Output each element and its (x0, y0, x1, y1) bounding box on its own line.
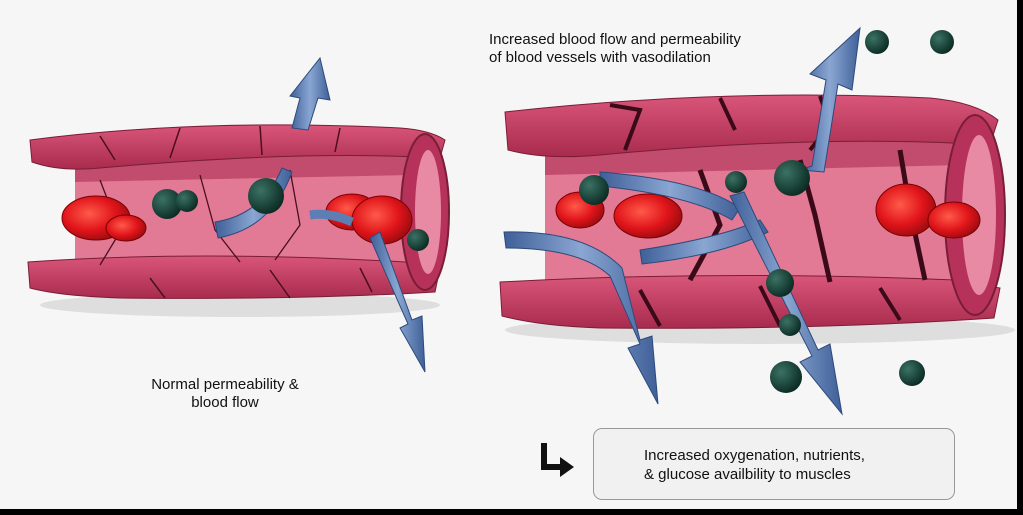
normal-caption-line2: blood flow (191, 394, 259, 411)
nutrient-particle (899, 360, 925, 386)
flow-arrow-icon (799, 26, 861, 173)
flow-arrow-icon (729, 191, 843, 416)
red-blood-cell (105, 214, 147, 242)
normal-vessel (27, 124, 450, 317)
outcome-text: Increased oxygenation, nutrients, & gluc… (644, 446, 934, 484)
vasodilation-caption-line1: Increased blood flow and permeability (489, 31, 741, 48)
nutrient-particle (779, 314, 801, 336)
red-blood-cell (613, 193, 683, 239)
flow-arrows (214, 26, 861, 416)
red-blood-cell (875, 183, 937, 237)
vasodilation-caption: Increased blood flow and permeability of… (489, 31, 809, 67)
red-blood-cells (61, 183, 981, 245)
flow-arrow-icon (599, 171, 741, 221)
nutrient-particle (579, 175, 609, 205)
nutrient-particle (770, 361, 802, 393)
outcome-line1: Increased oxygenation, nutrients, (644, 447, 865, 464)
flow-arrow-icon (639, 219, 769, 265)
nutrient-particle (725, 171, 747, 193)
nutrient-particle (152, 189, 182, 219)
flow-arrow-icon (503, 231, 659, 405)
nutrient-particle (930, 30, 954, 54)
return-arrow-icon (541, 443, 574, 477)
outcome-line2: & glucose availbility to muscles (644, 466, 851, 483)
normal-caption-line1: Normal permeability & (151, 376, 299, 393)
nutrient-particle (774, 160, 810, 196)
normal-permeability-caption: Normal permeability & blood flow (120, 376, 330, 412)
nutrient-particles (152, 30, 954, 393)
normal-vessel-bottom-wall (27, 255, 441, 299)
flow-arrow-icon (289, 56, 331, 131)
red-blood-cell (927, 201, 981, 239)
nutrient-particle (766, 269, 794, 297)
nutrient-particle (407, 229, 429, 251)
dilated-vessel-bottom-wall (499, 274, 1001, 329)
nutrient-particle (176, 190, 198, 212)
vasodilation-caption-line2: of blood vessels with vasodilation (489, 49, 711, 66)
nutrient-particle (248, 178, 284, 214)
outcome-box: Increased oxygenation, nutrients, & gluc… (593, 428, 955, 500)
flow-arrow-icon (369, 231, 426, 373)
nutrient-particle (865, 30, 889, 54)
